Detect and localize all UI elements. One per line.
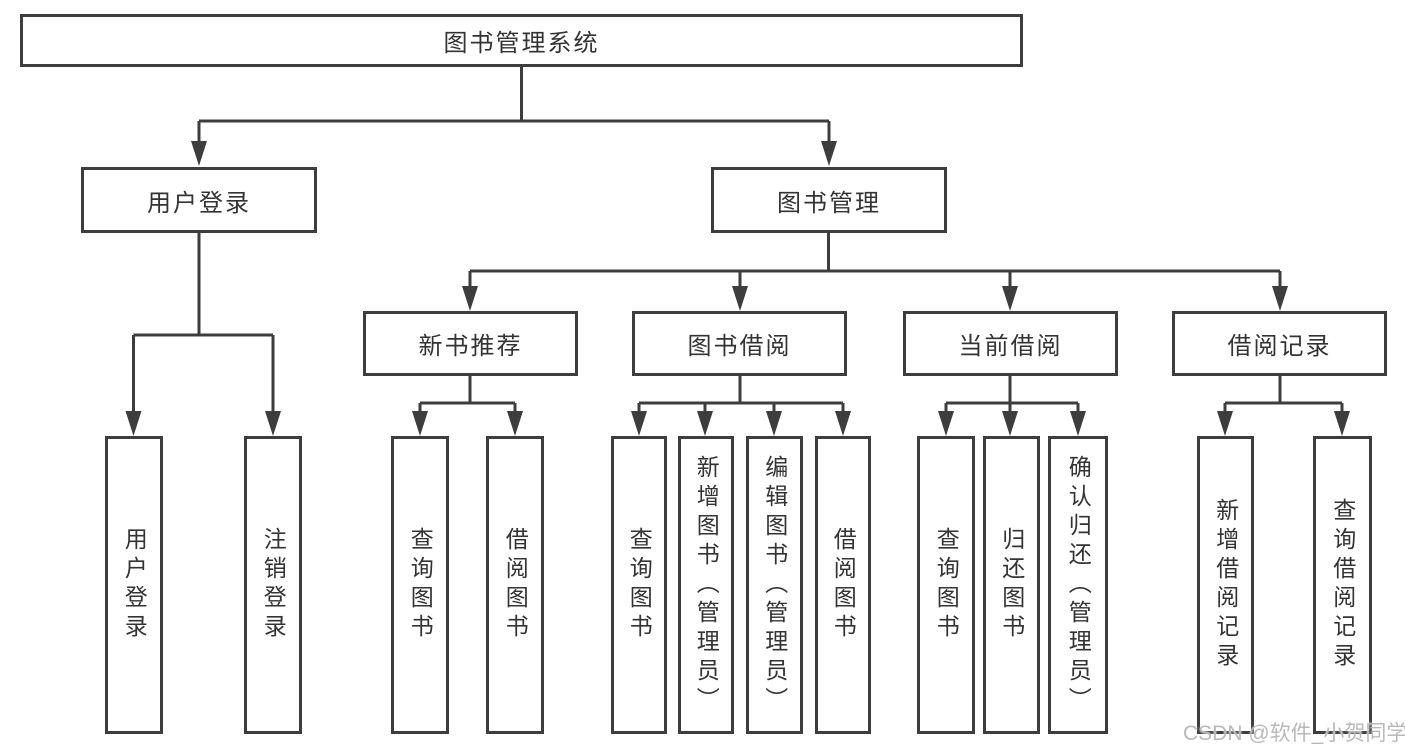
node-label: 确认归还（管理员） [1065, 454, 1092, 716]
arrowhead [1334, 411, 1350, 436]
leaf-cb-confirm-return-admin: 确认归还（管理员） [1048, 436, 1108, 734]
node-label: 查询图书 [933, 527, 960, 643]
node-label: 借阅图书 [830, 527, 857, 643]
node-current-borrow: 当前借阅 [903, 311, 1118, 376]
connector-user-login [132, 232, 275, 413]
arrowhead [1070, 411, 1086, 436]
leaf-cb-return-books: 归还图书 [983, 436, 1040, 734]
node-new-book-recommend: 新书推荐 [363, 311, 578, 376]
arrowhead [412, 411, 428, 436]
node-borrow-records: 借阅记录 [1172, 311, 1387, 376]
arrowhead [835, 411, 851, 436]
node-book-management: 图书管理 [711, 167, 947, 233]
node-label: 查询图书 [407, 527, 434, 643]
node-label: 编辑图书（管理员） [761, 454, 788, 716]
leaf-bb-query-books: 查询图书 [611, 436, 667, 734]
connector-new-book [418, 375, 517, 413]
node-label: 借阅记录 [1227, 333, 1332, 360]
node-book-borrow: 图书借阅 [632, 311, 847, 376]
arrowhead [125, 411, 142, 436]
arrowhead [631, 411, 647, 436]
arrowhead [821, 141, 837, 166]
leaf-cb-query-books: 查询图书 [917, 436, 975, 734]
arrowhead [1002, 286, 1018, 311]
node-label: 查询图书 [626, 527, 653, 643]
leaf-logout: 注销登录 [244, 436, 302, 734]
arrowhead [1272, 286, 1288, 311]
connector-borrow-records [1223, 375, 1344, 413]
leaf-nbr-query-books: 查询图书 [391, 436, 449, 734]
csdn-watermark: CSDN @软件_小贺同学 [1183, 722, 1405, 745]
leaf-user-login: 用户登录 [105, 436, 163, 734]
leaf-bb-edit-books-admin: 编辑图书（管理员） [746, 436, 803, 734]
node-label: 归还图书 [998, 527, 1025, 643]
leaf-bb-add-books-admin: 新增图书（管理员） [678, 436, 734, 734]
arrowhead [697, 411, 713, 436]
connector-current-borrow [944, 375, 1080, 413]
node-label: 图书借阅 [687, 333, 792, 360]
node-root: 图书管理系统 [20, 14, 1023, 67]
arrowhead [938, 411, 954, 436]
connector-level2 [468, 232, 1282, 288]
node-label: 新增图书（管理员） [693, 454, 720, 716]
node-label: 查询借阅记录 [1329, 498, 1356, 672]
node-label: 用户登录 [147, 189, 251, 217]
arrowhead [1217, 411, 1233, 436]
node-label: 用户登录 [121, 527, 148, 643]
node-label: 注销登录 [260, 527, 287, 643]
arrowhead [265, 411, 281, 436]
node-label: 新增借阅记录 [1212, 498, 1239, 672]
node-label: 新书推荐 [418, 333, 523, 360]
connector-level1 [197, 66, 831, 143]
arrowhead [507, 411, 523, 436]
node-label: 借阅图书 [502, 527, 529, 643]
node-user-login: 用户登录 [81, 167, 317, 233]
leaf-br-add-borrow-record: 新增借阅记录 [1197, 436, 1254, 734]
node-label: 图书管理 [777, 189, 881, 217]
leaf-bb-borrow-books: 借阅图书 [815, 436, 871, 734]
arrowhead [1002, 411, 1018, 436]
connector-book-borrow [637, 375, 845, 413]
leaf-br-query-borrow-record: 查询借阅记录 [1313, 436, 1372, 734]
leaf-nbr-borrow-books: 借阅图书 [486, 436, 544, 734]
node-label: 当前借阅 [958, 333, 1063, 360]
arrowhead [732, 286, 748, 311]
arrowhead [766, 411, 782, 436]
arrowhead [462, 286, 478, 311]
node-label: 图书管理系统 [443, 30, 600, 57]
arrowhead [191, 141, 207, 166]
